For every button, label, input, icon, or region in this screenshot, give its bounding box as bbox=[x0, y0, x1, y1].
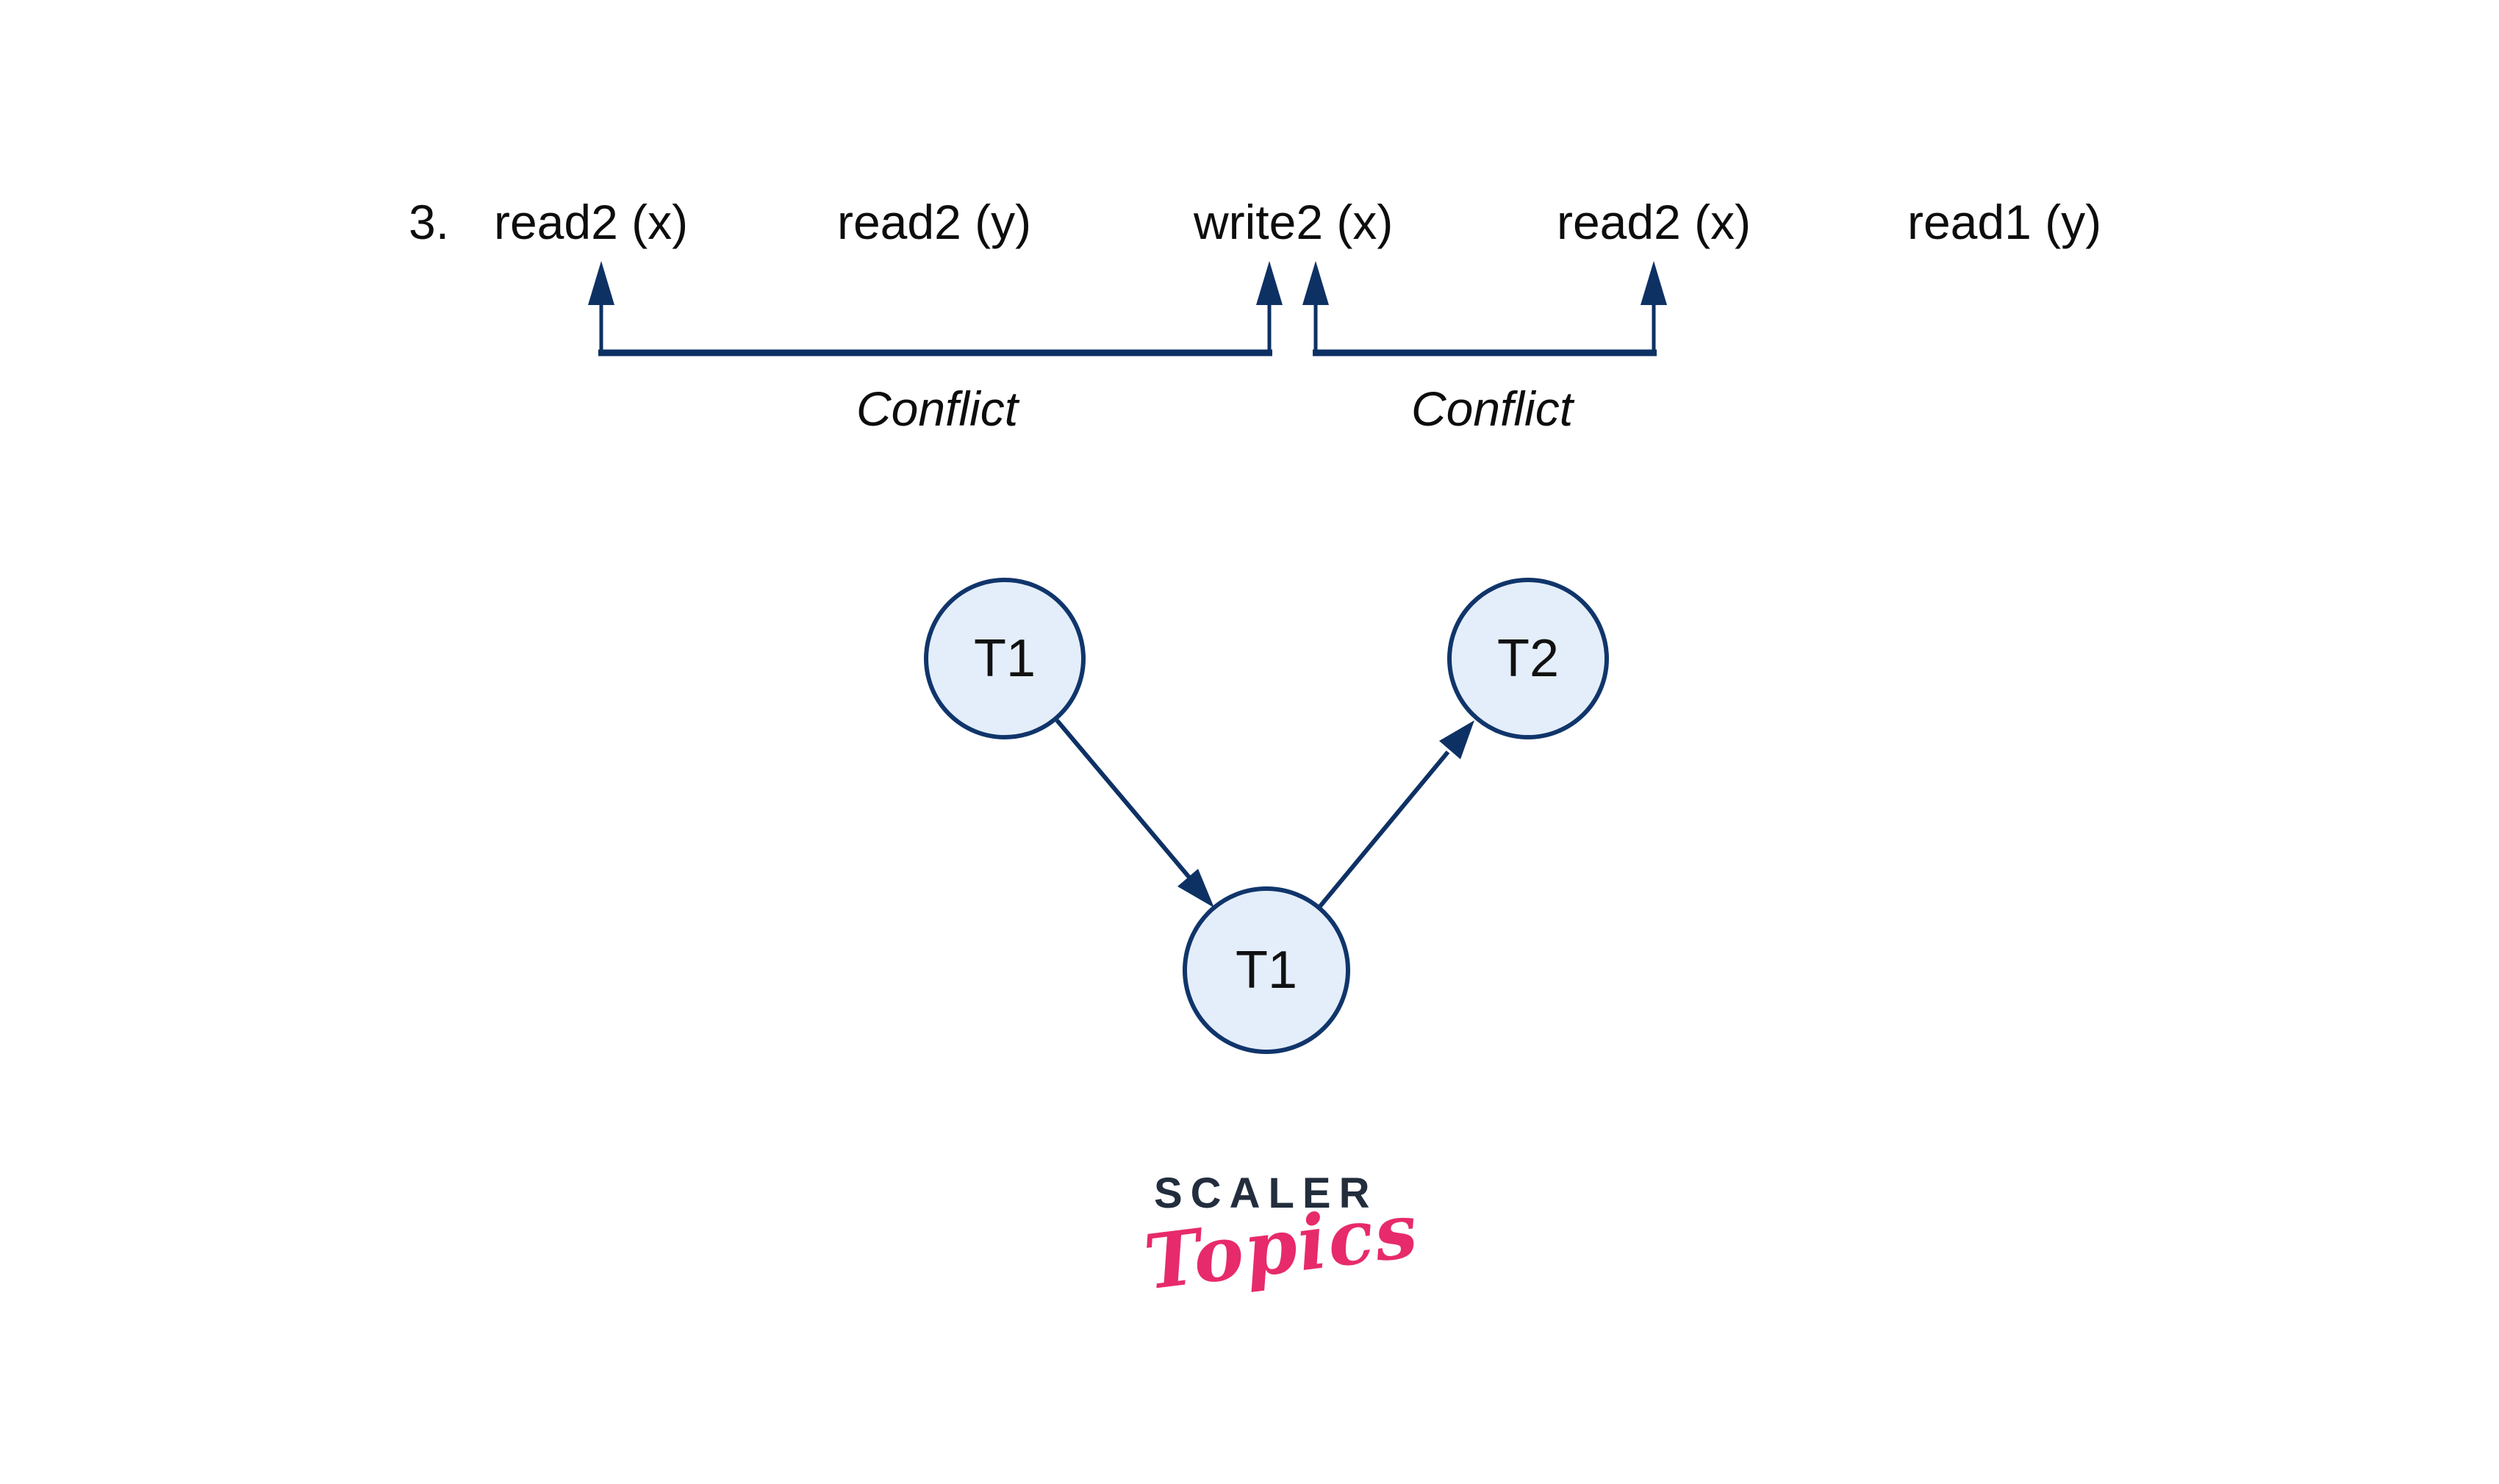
scaler-topics-logo: SCALER Topics bbox=[1117, 1169, 1424, 1308]
schedule-number: 3. bbox=[409, 195, 450, 249]
conflict-label-2: Conflict bbox=[1410, 381, 1574, 436]
graph-node-t2-top: T2 bbox=[1447, 578, 1609, 739]
up-arrowhead-icon bbox=[1641, 261, 1667, 305]
graph-node-label: T2 bbox=[1496, 629, 1560, 688]
operation-label-2: read2 (y) bbox=[837, 195, 1032, 249]
logo-wordmark-scaler: SCALER bbox=[1154, 1169, 1378, 1217]
operation-label-4: read2 (x) bbox=[1557, 195, 1752, 249]
graph-node-label: T1 bbox=[1235, 941, 1298, 1000]
conflict-bracket-2 bbox=[1302, 261, 1667, 356]
graph-node-label: T1 bbox=[973, 629, 1036, 688]
conflict-label-1: Conflict bbox=[856, 381, 1019, 436]
arrowhead-icon bbox=[1177, 869, 1214, 908]
operation-label-1: read2 (x) bbox=[494, 195, 689, 249]
edge-t1bottom-to-t2top bbox=[1318, 720, 1474, 908]
graph-node-t1-top: T1 bbox=[924, 578, 1086, 739]
operation-label-5: read1 (y) bbox=[1907, 195, 2102, 249]
operation-label-3: write2 (x) bbox=[1194, 195, 1394, 249]
conflict-bracket-1 bbox=[588, 261, 1283, 356]
graph-node-t1-bottom: T1 bbox=[1183, 886, 1350, 1054]
up-arrowhead-icon bbox=[588, 261, 614, 305]
arrowhead-icon bbox=[1439, 720, 1474, 759]
up-arrowhead-icon bbox=[1302, 261, 1329, 305]
edge-t1top-to-t1bottom bbox=[1055, 719, 1214, 908]
up-arrowhead-icon bbox=[1256, 261, 1283, 305]
